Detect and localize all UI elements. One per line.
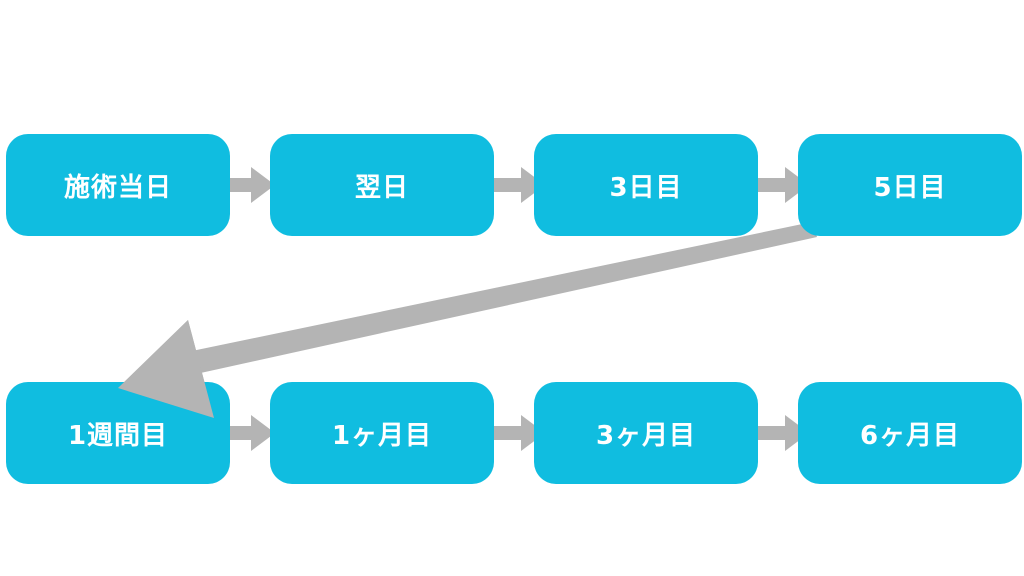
step-label: 6ヶ月目 bbox=[859, 420, 961, 451]
step-label: 5日目 bbox=[873, 172, 947, 203]
step-node-day-5: 5日目 bbox=[798, 134, 1022, 236]
step-node-surgery-day: 施術当日 bbox=[6, 134, 230, 236]
step-label: 翌日 bbox=[354, 172, 409, 203]
step-label: 施術当日 bbox=[63, 172, 172, 203]
step-node-next-day: 翌日 bbox=[270, 134, 494, 236]
step-node-day-3: 3日目 bbox=[534, 134, 758, 236]
step-node-month-6: 6ヶ月目 bbox=[798, 382, 1022, 484]
step-label: 3ヶ月目 bbox=[595, 420, 697, 451]
step-label: 3日目 bbox=[609, 172, 683, 203]
step-node-month-1: 1ヶ月目 bbox=[270, 382, 494, 484]
step-node-week-1: 1週間目 bbox=[6, 382, 230, 484]
step-label: 1週間目 bbox=[67, 420, 169, 451]
step-label: 1ヶ月目 bbox=[331, 420, 433, 451]
step-node-month-3: 3ヶ月目 bbox=[534, 382, 758, 484]
